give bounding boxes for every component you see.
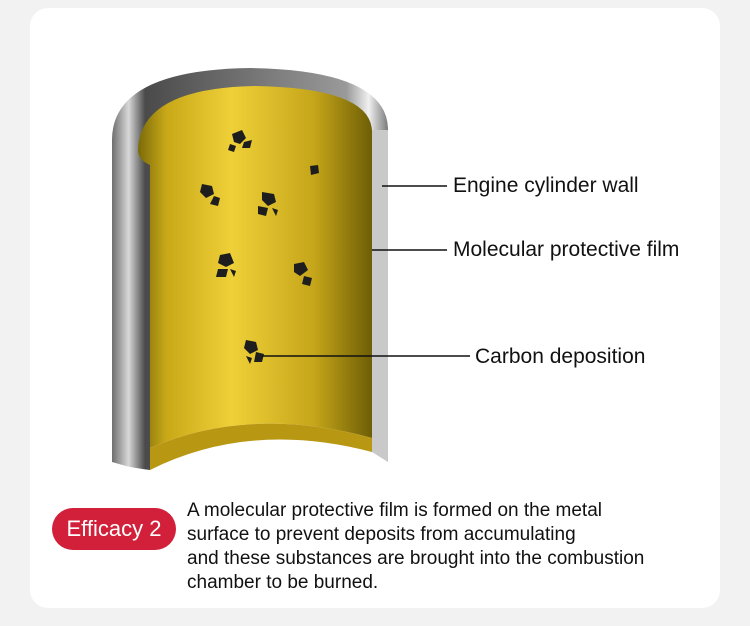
description-line: A molecular protective film is formed on… — [187, 500, 603, 521]
description-line: chamber to be burned. — [187, 572, 379, 593]
description-line: and these substances are brought into th… — [187, 548, 645, 569]
protective-film — [138, 86, 372, 470]
leader-lines — [262, 185, 470, 357]
label-molecular-protective-film: Molecular protective film — [453, 238, 680, 261]
description-line: surface to prevent deposits from accumul… — [187, 524, 576, 545]
label-engine-cylinder-wall: Engine cylinder wall — [453, 174, 639, 197]
efficacy-badge: Efficacy 2 — [52, 508, 176, 550]
efficacy-description: A molecular protective film is formed on… — [187, 499, 727, 595]
label-carbon-deposition: Carbon deposition — [475, 345, 646, 368]
carbon-deposits — [200, 130, 319, 364]
